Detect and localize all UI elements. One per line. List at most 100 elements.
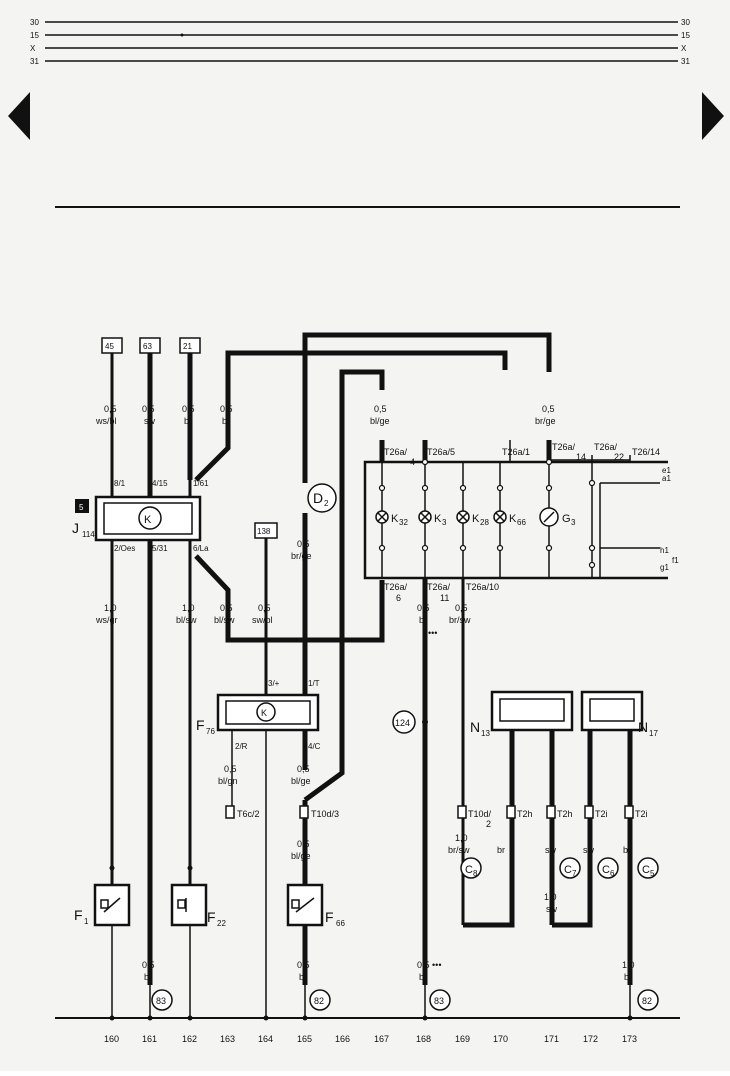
svg-text:1/61: 1/61 [193,479,209,488]
svg-text:bl/sw: bl/sw [176,615,197,625]
next-page-arrow-icon[interactable] [702,92,724,140]
svg-text:0,5: 0,5 [220,603,233,613]
instrument-cluster: K 32 K 3 K 28 K 66 G 3 [363,458,679,580]
svg-text:br/sw: br/sw [448,845,470,855]
svg-text:8/1: 8/1 [114,479,126,488]
svg-text:0,5: 0,5 [182,404,195,414]
svg-text:br/sw: br/sw [449,615,471,625]
track-172: 172 [583,1034,598,1044]
pin-a1: a1 [662,474,671,483]
svg-text:N: N [638,719,648,735]
svg-text:sw/bl: sw/bl [252,615,273,625]
ignition-d2-label: D [313,490,323,506]
svg-text:0,5: 0,5 [297,960,310,970]
track-160: 160 [104,1034,119,1044]
ground-c7: C [564,864,572,876]
svg-text:T26a/5: T26a/5 [427,447,455,457]
svg-text:K: K [472,513,480,525]
ground-c8: C [465,864,473,876]
svg-text:F: F [207,909,216,925]
circle-labels: C 8 C 7 C 6 C 5 124 83 82 83 82 [151,710,659,1011]
pin-h1: h1 [660,546,669,555]
switch-f76-label: F [196,717,205,733]
rail-dot [180,33,184,37]
pin-f1: f1 [672,556,679,565]
ignition-d2: D 2 [307,483,337,513]
svg-text:0,5: 0,5 [374,404,387,414]
svg-text:sw: sw [546,904,558,914]
svg-text:3/+: 3/+ [268,679,280,688]
svg-text:T2i: T2i [635,809,648,819]
svg-text:2/R: 2/R [235,742,248,751]
svg-text:17: 17 [649,729,658,738]
svg-text:br/ge: br/ge [291,551,312,561]
svg-text:8: 8 [473,869,478,878]
svg-text:13: 13 [481,729,490,738]
svg-text:br: br [419,972,427,982]
svg-text:6/La: 6/La [193,544,209,553]
svg-text:0,5 •••: 0,5 ••• [417,960,441,970]
svg-text:76: 76 [206,727,215,736]
svg-text:N: N [470,719,480,735]
svg-text:1,0: 1,0 [182,603,195,613]
svg-text:2: 2 [486,819,491,829]
track-163: 163 [220,1034,235,1044]
svg-text:T2h: T2h [557,809,573,819]
svg-text:G: G [562,513,571,525]
svg-text:F: F [74,907,83,923]
track-171: 171 [544,1034,559,1044]
track-165: 165 [297,1034,312,1044]
svg-text:1,0: 1,0 [544,892,557,902]
svg-text:bl: bl [222,416,229,426]
svg-text:6: 6 [396,593,401,603]
svg-text:T26a/1: T26a/1 [502,447,530,457]
ground-83-right: 83 [434,996,444,1006]
svg-text:66: 66 [517,518,526,527]
svg-text:0,5: 0,5 [142,404,155,414]
svg-text:T26a/: T26a/ [427,582,451,592]
svg-text:3: 3 [442,518,447,527]
bulb-k66: K 66 [493,510,526,527]
pin-g1: g1 [660,563,669,572]
svg-text:22: 22 [217,919,226,928]
svg-text:T26a/: T26a/ [384,447,408,457]
component-n17: N 17 [580,690,658,738]
track-173: 173 [622,1034,637,1044]
svg-text:T10d/: T10d/ [468,809,492,819]
switch-f1: F 1 [74,883,131,927]
prev-page-arrow-icon[interactable] [8,92,30,140]
svg-text:0,5: 0,5 [542,404,555,414]
svg-text:bl: bl [184,416,191,426]
svg-text:bl/ge: bl/ge [370,416,390,426]
rail-label-x-right: X [681,44,687,53]
svg-text:1,0: 1,0 [455,833,468,843]
svg-text:0,5: 0,5 [258,603,271,613]
switch-f66: F 66 [286,883,345,928]
track-167: 167 [374,1034,389,1044]
ref-5: 5 [79,503,84,512]
svg-text:1,0: 1,0 [104,603,117,613]
svg-text:br: br [624,972,632,982]
svg-text:T2h: T2h [517,809,533,819]
ground-c6: C [602,864,610,876]
connector-124: 124 [395,718,410,728]
track-164: 164 [258,1034,273,1044]
svg-text:0,5: 0,5 [220,404,233,414]
svg-text:114: 114 [82,530,95,539]
svg-text:K: K [509,513,517,525]
svg-text:bl/ge: bl/ge [291,776,311,786]
wire-labels: 0,5 ws/bl 0,5 sw 0,5 bl 0,5 bl 0,5 bl/ge… [95,404,635,982]
track-168: 168 [416,1034,431,1044]
rail-label-30-right: 30 [681,18,690,27]
svg-text:0,5: 0,5 [142,960,155,970]
svg-text:0,5: 0,5 [224,764,237,774]
svg-text:bl/sw: bl/sw [214,615,235,625]
pin-labels: 8/1 4/15 1/61 2/Oes 5/31 6/La 3/+ 1/T 2/… [114,442,660,829]
svg-text:11: 11 [440,593,449,603]
rail-label-30-left: 30 [30,18,39,27]
svg-text:0,5: 0,5 [104,404,117,414]
svg-text:5/31: 5/31 [152,544,168,553]
svg-text:F: F [325,909,334,925]
svg-text:0,5: 0,5 [417,603,430,613]
